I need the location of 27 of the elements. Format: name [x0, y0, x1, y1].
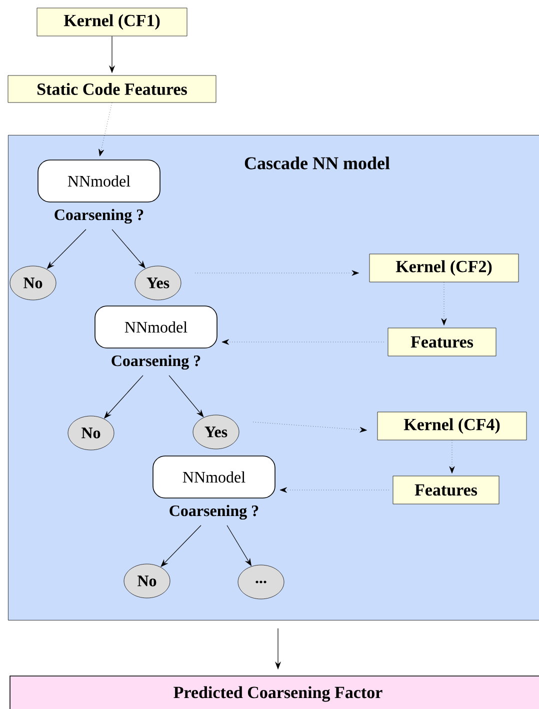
arrow — [441, 282, 447, 326]
process-box: Features — [392, 476, 500, 504]
decision-oval: No — [10, 266, 56, 300]
decision-oval: Yes — [192, 414, 240, 450]
node-caption: Coarsening ? — [170, 504, 258, 520]
model-box: NNmodel — [38, 160, 160, 202]
process-box: Static Code Features — [8, 75, 216, 103]
model-box: NNmodel — [152, 456, 276, 498]
arrow — [98, 102, 112, 156]
arrow — [449, 440, 455, 474]
panel-title: Cascade NN model — [244, 156, 390, 170]
arrow — [253, 422, 367, 432]
decision-oval: ... — [238, 564, 284, 600]
process-box: Kernel (CF2) — [369, 254, 519, 282]
arrow — [280, 487, 389, 493]
model-box: NNmodel — [94, 306, 218, 348]
decision-oval: No — [68, 416, 114, 450]
result-box: Predicted Coarsening Factor — [10, 676, 539, 709]
decision-oval: No — [124, 564, 170, 598]
process-box: Features — [388, 328, 496, 356]
arrow — [195, 270, 359, 276]
decision-oval: Yes — [134, 266, 182, 300]
arrow — [222, 339, 384, 345]
node-caption: Coarsening ? — [54, 208, 144, 224]
node-caption: Coarsening ? — [112, 354, 200, 370]
process-box: Kernel (CF4) — [377, 412, 527, 440]
process-box: Kernel (CF1) — [36, 8, 188, 36]
